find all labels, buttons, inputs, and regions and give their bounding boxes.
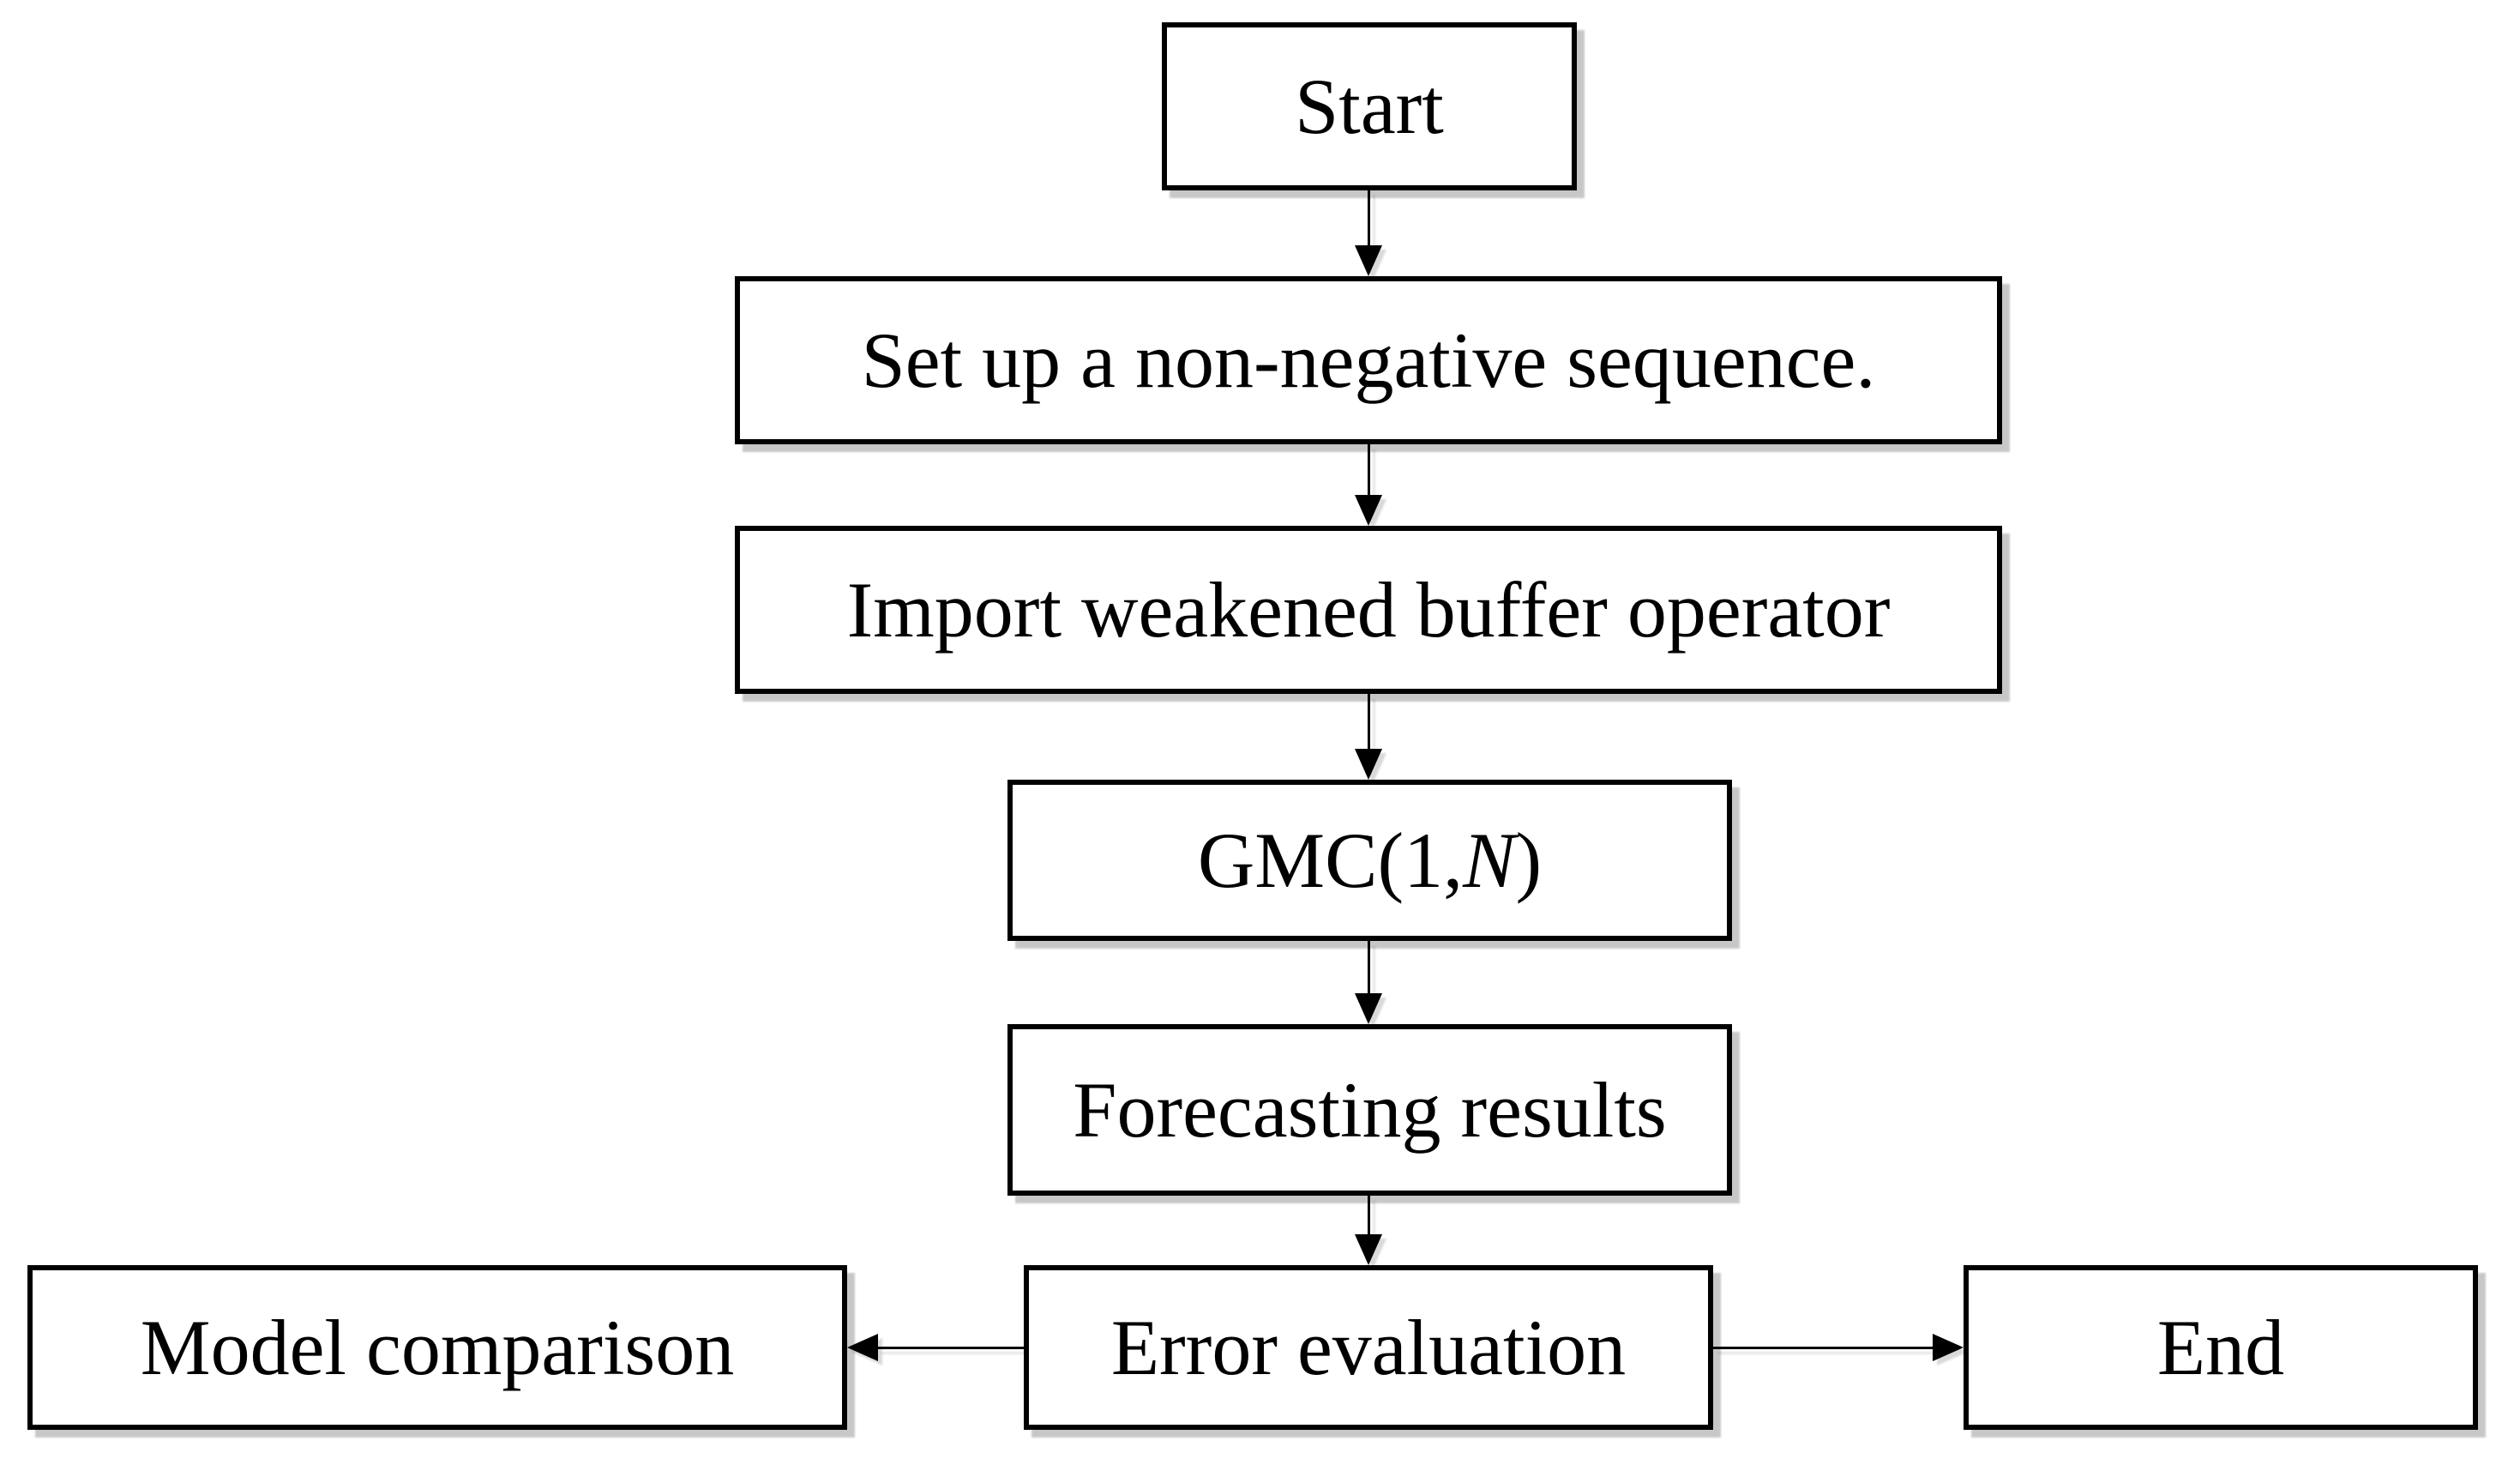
edge-import-gmc-line: [1368, 694, 1370, 751]
node-gmc-model-label: GMC(1,N): [1198, 821, 1542, 900]
edge-gmc-forecasting-line: [1368, 941, 1370, 996]
edge-start-setup-line: [1368, 190, 1370, 249]
node-setup-sequence-label: Set up a non-negative sequence.: [861, 317, 1876, 404]
node-import-buffer-operator-label: Import weakened buffer operator: [846, 566, 1891, 654]
node-setup-sequence: Set up a non-negative sequence.: [735, 276, 2002, 444]
edge-error-end-arrowhead-icon: [1933, 1334, 1964, 1361]
node-end-label: End: [2156, 1304, 2285, 1391]
node-end: End: [1964, 1265, 2478, 1430]
node-start-label: Start: [1295, 63, 1444, 150]
node-error-evaluation: Error evaluation: [1024, 1265, 1713, 1430]
node-model-comparison-label: Model comparison: [140, 1304, 735, 1391]
node-forecasting-results-label: Forecasting results: [1073, 1066, 1667, 1154]
edge-forecasting-error-arrowhead-icon: [1355, 1234, 1382, 1265]
edge-error-end-line: [1713, 1347, 1934, 1349]
edge-setup-import-line: [1368, 444, 1370, 498]
gmc-label-prefix: GMC(1,: [1197, 817, 1464, 904]
edge-error-modelcomparison-line: [876, 1347, 1024, 1349]
node-model-comparison: Model comparison: [27, 1265, 847, 1430]
edge-setup-import-arrowhead-icon: [1355, 495, 1382, 526]
node-forecasting-results: Forecasting results: [1007, 1024, 1732, 1196]
node-start: Start: [1162, 22, 1577, 190]
gmc-label-variable: N: [1463, 817, 1516, 904]
edge-forecasting-error-line: [1368, 1196, 1370, 1237]
edge-gmc-forecasting-arrowhead-icon: [1355, 993, 1382, 1024]
node-import-buffer-operator: Import weakened buffer operator: [735, 526, 2002, 694]
node-gmc-model: GMC(1,N): [1007, 780, 1732, 941]
node-error-evaluation-label: Error evaluation: [1110, 1304, 1627, 1391]
edge-error-modelcomparison-arrowhead-icon: [847, 1334, 878, 1361]
edge-start-setup-arrowhead-icon: [1355, 245, 1382, 276]
edge-import-gmc-arrowhead-icon: [1355, 749, 1382, 780]
gmc-label-suffix: ): [1515, 817, 1543, 904]
